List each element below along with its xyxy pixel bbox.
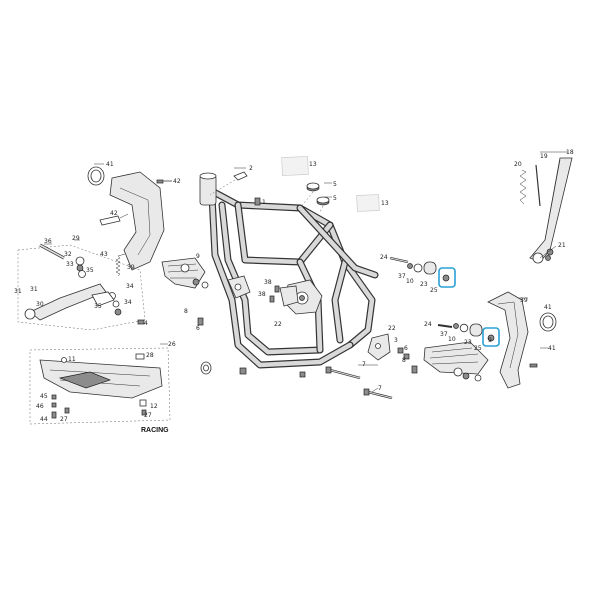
label-22-right: 22	[388, 325, 396, 332]
callout-labels: 41 42 42 39 36 29 32 33 35 31 31 30 34 3…	[14, 149, 574, 434]
label-12: 12	[150, 403, 158, 410]
left-radiator-guard[interactable]	[87, 166, 172, 271]
label-7-a: 7	[362, 361, 366, 368]
label-32: 32	[64, 251, 72, 258]
label-13-top: 13	[309, 161, 317, 168]
label-25-upper: 25	[430, 287, 438, 294]
main-frame[interactable]	[199, 172, 379, 369]
label-34-lower: 34	[124, 299, 132, 306]
label-10-lower: 10	[448, 336, 456, 343]
label-2: 2	[249, 165, 253, 172]
upper-right-hardware[interactable]	[389, 256, 456, 288]
highlight-box-upper[interactable]	[438, 267, 456, 288]
label-18: 18	[566, 149, 574, 156]
right-footpeg[interactable]	[411, 341, 489, 382]
label-5-a: 5	[333, 181, 337, 188]
label-24-upper: 24	[380, 254, 388, 261]
label-41-right-bottom: 41	[548, 345, 556, 352]
label-20: 20	[514, 161, 522, 168]
label-21: 21	[558, 242, 566, 249]
highlight-box-lower[interactable]	[482, 327, 500, 347]
right-radiator-guard[interactable]	[487, 291, 557, 389]
label-37-upper: 37	[398, 273, 406, 280]
label-9-right: 9	[488, 337, 492, 344]
label-7-b: 7	[378, 385, 382, 392]
label-11: 11	[68, 356, 76, 363]
lower-right-hardware[interactable]	[437, 323, 500, 347]
label-24-lower: 24	[424, 321, 432, 328]
steering-head	[199, 174, 217, 206]
label-43: 43	[100, 251, 108, 258]
label-22-center: 22	[274, 321, 282, 328]
label-31-a: 31	[14, 288, 22, 295]
skid-plate-racing[interactable]	[29, 347, 171, 425]
label-26: 26	[168, 341, 176, 348]
center-small-parts[interactable]	[269, 285, 410, 361]
label-4: 4	[144, 320, 148, 327]
label-10-upper: 10	[406, 278, 414, 285]
label-38-b: 38	[258, 291, 266, 298]
racing-caption: RACING	[141, 427, 169, 434]
label-31-b: 31	[30, 286, 38, 293]
label-29: 29	[72, 235, 80, 242]
swingarm-bolts[interactable]	[325, 366, 393, 400]
brake-lever-assembly[interactable]	[17, 243, 146, 331]
top-parts[interactable]	[209, 156, 380, 213]
leader-lines	[44, 151, 568, 393]
label-6-left: 6	[196, 325, 200, 332]
label-6-right: 6	[404, 345, 408, 352]
label-30: 30	[36, 301, 44, 308]
label-3: 3	[394, 337, 398, 344]
label-19: 19	[540, 153, 548, 160]
label-33: 33	[66, 261, 74, 268]
label-8-left: 8	[184, 308, 188, 315]
label-23-upper: 23	[420, 281, 428, 288]
label-25-lower: 25	[474, 345, 482, 352]
label-36: 36	[44, 238, 52, 245]
label-44: 44	[40, 416, 48, 423]
label-46: 46	[36, 403, 44, 410]
label-34-upper: 34	[126, 283, 134, 290]
label-39-right: 39	[520, 297, 528, 304]
label-42-top: 42	[173, 178, 181, 185]
label-41-left: 41	[106, 161, 114, 168]
label-5-b: 5	[333, 195, 337, 202]
left-footpeg[interactable]	[161, 257, 306, 378]
label-38-a: 38	[264, 279, 272, 286]
label-42-bracket: 42	[110, 210, 118, 217]
side-stand[interactable]	[519, 157, 573, 264]
label-41-right-top: 41	[544, 304, 552, 311]
label-35-lower: 35	[94, 303, 102, 310]
label-27-left: 27	[60, 416, 68, 423]
label-13-right: 13	[381, 200, 389, 207]
label-27-right: 27	[144, 412, 152, 419]
label-9-left: 9	[196, 253, 200, 260]
label-45: 45	[40, 393, 48, 400]
label-35-upper: 35	[86, 267, 94, 274]
label-28: 28	[146, 352, 154, 359]
label-39-left: 39	[127, 264, 135, 271]
label-23-lower: 23	[464, 339, 472, 346]
label-1: 1	[262, 199, 266, 206]
label-8-right: 8	[402, 357, 406, 364]
label-37-lower: 37	[440, 331, 448, 338]
